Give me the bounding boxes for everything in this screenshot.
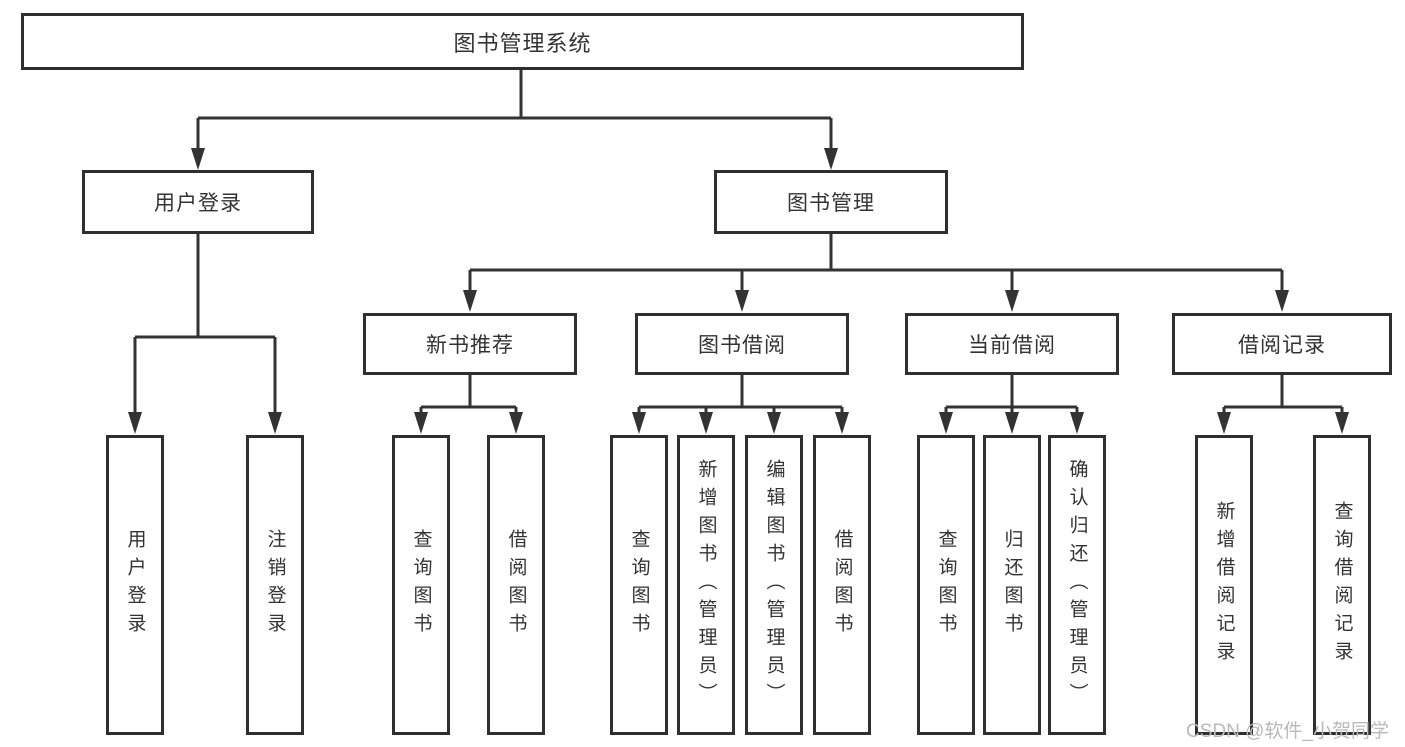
leaf-logout: 注销登录 — [246, 435, 304, 735]
arrow-down-icon — [414, 412, 428, 434]
node-label: 新增借阅记录 — [1213, 501, 1235, 669]
node-label: 查询图书 — [935, 529, 957, 641]
arrow-down-icon — [1275, 290, 1289, 312]
node-label: 当前借阅 — [968, 334, 1056, 357]
connector-book-borrow-children — [637, 375, 844, 415]
arrow-down-icon — [632, 412, 646, 434]
node-label: 新书推荐 — [426, 334, 514, 357]
leaf-query-borrow-record: 查询借阅记录 — [1313, 435, 1371, 735]
arrow-down-icon — [735, 290, 749, 312]
node-label: 查询图书 — [410, 529, 432, 641]
arrow-down-icon — [463, 290, 477, 312]
node-library-management-system: 图书管理系统 — [21, 13, 1024, 70]
leaf-add-books-admin: 新增图书（管理员） — [677, 435, 735, 735]
node-borrow-records: 借阅记录 — [1172, 313, 1392, 375]
csdn-watermark: CSDN @软件_小贺同学 — [1186, 721, 1389, 742]
node-label: 查询借阅记录 — [1331, 501, 1353, 669]
connector-book-management-children — [468, 234, 1284, 294]
arrow-down-icon — [1070, 412, 1084, 434]
arrow-down-icon — [1335, 412, 1349, 434]
connector-borrow-record-children — [1222, 375, 1344, 415]
leaf-confirm-return-admin: 确认归还（管理员） — [1048, 435, 1106, 735]
leaf-borrow-books-recommend: 借阅图书 — [487, 435, 545, 735]
node-label: 图书借阅 — [698, 334, 786, 357]
node-label: 图书管理 — [787, 192, 875, 215]
node-label: 归还图书 — [1001, 529, 1023, 641]
arrow-down-icon — [939, 412, 953, 434]
node-label: 注销登录 — [264, 529, 286, 641]
arrow-down-icon — [128, 412, 142, 434]
arrow-down-icon — [1217, 412, 1231, 434]
arrow-down-icon — [699, 412, 713, 434]
node-label: 查询图书 — [628, 529, 650, 641]
arrow-down-icon — [835, 412, 849, 434]
node-label: 用户登录 — [124, 529, 146, 641]
connector-current-borrow-children — [944, 375, 1079, 415]
node-label: 用户登录 — [154, 192, 242, 215]
arrow-down-icon — [1005, 290, 1019, 312]
arrow-down-icon — [767, 412, 781, 434]
arrow-down-icon — [509, 412, 523, 434]
node-label: 确认归还（管理员） — [1066, 459, 1088, 711]
node-label: 新增图书（管理员） — [695, 459, 717, 711]
connector-stems — [133, 70, 1344, 415]
leaf-query-books-current: 查询图书 — [917, 435, 975, 735]
node-current-borrow: 当前借阅 — [905, 313, 1119, 375]
arrow-down-icon — [1005, 412, 1019, 434]
node-label: 借阅记录 — [1238, 334, 1326, 357]
leaf-borrow-books: 借阅图书 — [813, 435, 871, 735]
connector-user-login-children — [133, 234, 277, 415]
arrow-down-icon — [268, 412, 282, 434]
node-new-book-recommend: 新书推荐 — [363, 313, 577, 375]
leaf-edit-books-admin: 编辑图书（管理员） — [745, 435, 803, 735]
node-book-borrow: 图书借阅 — [635, 313, 849, 375]
leaf-return-books: 归还图书 — [983, 435, 1041, 735]
leaf-add-borrow-record: 新增借阅记录 — [1195, 435, 1253, 735]
arrow-down-icon — [824, 148, 838, 170]
node-book-management: 图书管理 — [714, 170, 948, 234]
node-user-login: 用户登录 — [82, 170, 314, 234]
node-label: 编辑图书（管理员） — [763, 459, 785, 711]
node-label: 图书管理系统 — [453, 30, 592, 56]
leaf-user-login: 用户登录 — [106, 435, 164, 735]
arrow-down-icon — [191, 148, 205, 170]
connector-root-to-level2 — [196, 70, 833, 152]
leaf-query-books-recommend: 查询图书 — [392, 435, 450, 735]
leaf-query-books-borrow: 查询图书 — [610, 435, 668, 735]
arrowhead-icons — [128, 148, 1349, 434]
node-label: 借阅图书 — [831, 529, 853, 641]
connector-new-book-children — [419, 375, 518, 415]
node-label: 借阅图书 — [505, 529, 527, 641]
